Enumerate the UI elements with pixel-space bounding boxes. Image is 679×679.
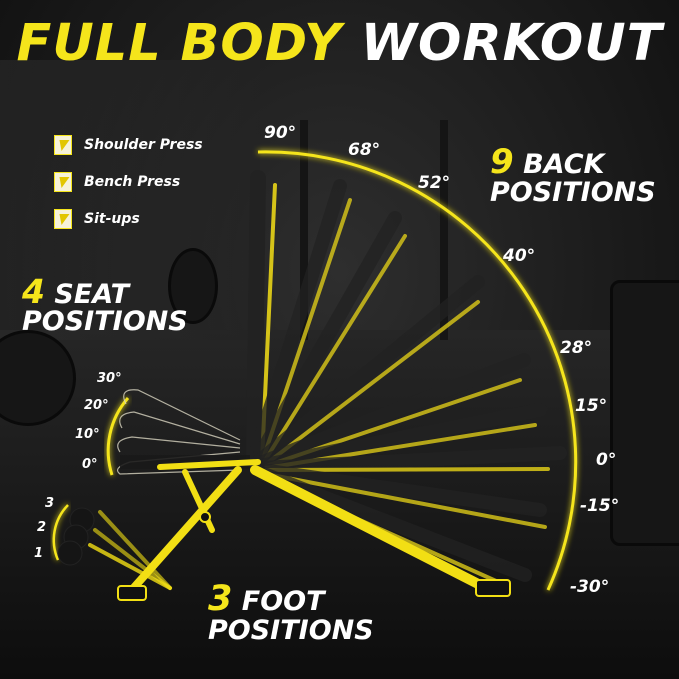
seat-angle-label: 20° — [84, 398, 109, 413]
seat-line2: POSITIONS — [22, 306, 188, 337]
back-angle-label: 40° — [503, 246, 536, 266]
seat-positions-heading: 4 SEAT POSITIONS — [22, 275, 188, 335]
feature-label: Sit-ups — [84, 211, 140, 227]
back-angle-label: 28° — [560, 338, 593, 358]
foot-line1: FOOT — [241, 586, 325, 617]
gym-rack — [300, 120, 308, 340]
title-yellow: FULL BODY — [16, 14, 343, 73]
seat-angle-label: 10° — [75, 427, 100, 442]
back-line1: BACK — [523, 149, 605, 180]
back-angle-label: -15° — [580, 496, 620, 516]
feature-item: Sit-ups — [54, 208, 140, 230]
page-title: FULL BODY WORKOUT — [0, 14, 679, 73]
back-positions-heading: 9 BACK POSITIONS — [490, 145, 656, 206]
back-angle-arc — [257, 150, 578, 591]
seat-angle-arc — [106, 397, 130, 476]
rear-foot — [475, 579, 511, 597]
lightning-badge-icon — [54, 135, 72, 155]
seat-count: 4 — [22, 272, 45, 311]
back-angle-label: 15° — [575, 396, 608, 416]
lightning-badge-icon — [54, 172, 72, 192]
front-foot — [117, 585, 147, 601]
seat-angle-label: 0° — [82, 457, 98, 472]
foot-level-label: 1 — [34, 546, 44, 561]
title-white: WORKOUT — [360, 14, 663, 73]
weight-plate — [168, 248, 218, 324]
feature-label: Bench Press — [84, 174, 181, 190]
foot-level-label: 3 — [45, 496, 55, 511]
weight-plate — [0, 330, 76, 426]
weight-stack — [610, 280, 679, 546]
foot-positions-heading: 3 FOOT POSITIONS — [208, 579, 374, 646]
seat-line1: SEAT — [54, 279, 129, 310]
foot-line2: POSITIONS — [208, 615, 374, 646]
foot-level-label: 2 — [37, 520, 47, 535]
feature-label: Shoulder Press — [84, 137, 203, 153]
gym-rack — [440, 120, 448, 340]
foot-count: 3 — [208, 579, 233, 619]
lightning-badge-icon — [54, 209, 72, 229]
back-angle-label: 90° — [264, 123, 297, 143]
seat-angle-label: 30° — [97, 371, 122, 386]
back-angle-label: 52° — [418, 173, 451, 193]
back-line2: POSITIONS — [490, 177, 656, 208]
back-angle-label: 68° — [348, 140, 381, 160]
foot-angle-arc — [52, 504, 69, 561]
feature-item: Shoulder Press — [54, 134, 203, 156]
back-angle-label: -30° — [570, 577, 610, 597]
back-count: 9 — [490, 142, 514, 182]
back-angle-label: 0° — [596, 450, 617, 470]
feature-item: Bench Press — [54, 171, 180, 193]
